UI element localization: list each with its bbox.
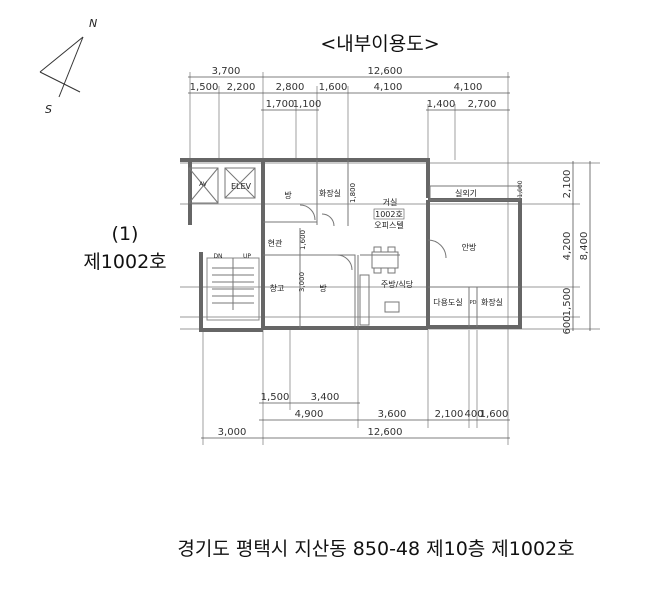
dim-label: 400 [464, 409, 483, 420]
stairs-up: UP [243, 253, 251, 260]
dim-label: 2,800 [276, 82, 305, 93]
dim-label: 3,000 [298, 272, 306, 292]
dim-label: 2,700 [468, 99, 497, 110]
dim-label: 1,600 [319, 82, 348, 93]
room-living: 거실 [383, 197, 398, 207]
staircase [206, 257, 260, 321]
dim-label: 600 [562, 315, 573, 334]
dim-label: 12,600 [368, 66, 403, 77]
room-outdoor-unit: 실외기 [455, 188, 477, 198]
unit-type-tag: 오피스텔 [374, 221, 403, 230]
dim-label: 1,400 [427, 99, 456, 110]
room-labels: AV ELEV 방 화장실 거실 1002호 오피스텔 실외기 안방 현관 DN… [199, 181, 503, 307]
address: 경기도 평택시 지산동 850-48 제10층 제1002호 [177, 538, 574, 560]
room-pd: PD [470, 300, 477, 306]
room-bathroom-2: 화장실 [481, 297, 503, 307]
dim-label: 3,600 [378, 409, 407, 420]
dim-label: 1,600 [480, 409, 509, 420]
compass-south: S [45, 103, 52, 116]
dim-label: 2,100 [435, 409, 464, 420]
plan-title: <내부이용도> [320, 33, 439, 55]
dim-label: 4,100 [454, 82, 483, 93]
dim-label: 1,500 [562, 288, 573, 317]
dim-label: 1,500 [190, 82, 219, 93]
dim-label: 4,100 [374, 82, 403, 93]
dim-label: 1,700 [266, 99, 295, 110]
unit-number-tag: 1002호 [375, 210, 403, 219]
stairs-down: DN [213, 253, 222, 260]
unit-number: (1) [112, 223, 139, 245]
dim-label: 3,000 [218, 427, 247, 438]
dim-label: 4,200 [562, 232, 573, 261]
room-storage: 창고 [270, 284, 285, 293]
dim-label: 8,400 [579, 232, 590, 261]
dimension-lines [188, 76, 591, 439]
room-entrance: 현관 [268, 238, 283, 248]
dim-label: 1,100 [293, 99, 322, 110]
dining-table [359, 246, 400, 326]
room-utility: 다용도실 [433, 297, 462, 307]
room-master-bedroom: 안방 [462, 242, 477, 252]
dim-label: 3,700 [212, 66, 241, 77]
walls [180, 158, 522, 332]
compass-north: N [89, 17, 97, 30]
room-bedroom-2: 방 [319, 283, 327, 293]
dim-label: 1,500 [261, 392, 290, 403]
dim-label: 12,600 [368, 427, 403, 438]
dimension-labels: 3,700 12,600 1,500 2,200 2,800 1,600 4,1… [190, 66, 590, 438]
dim-label: 2,200 [227, 82, 256, 93]
room-elevator: ELEV [231, 182, 252, 191]
north-arrow-icon: N S [39, 17, 97, 116]
dim-label: 3,400 [311, 392, 340, 403]
unit-name: 제1002호 [83, 251, 166, 273]
room-bedroom-1: 방 [284, 190, 292, 200]
room-av: AV [199, 181, 208, 188]
room-kitchen: 주방/식당 [381, 279, 414, 289]
dim-label: 2,100 [562, 170, 573, 199]
dim-label: 1,800 [349, 183, 357, 203]
dim-label: 4,900 [295, 409, 324, 420]
room-bathroom-1: 화장실 [319, 188, 341, 198]
dim-label: 1,600 [299, 230, 307, 250]
